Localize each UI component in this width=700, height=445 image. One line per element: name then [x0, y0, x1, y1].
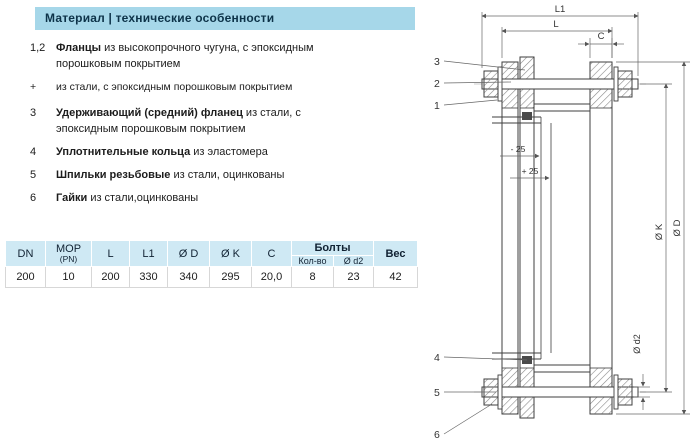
dimension-c	[578, 38, 624, 58]
cell-weight: 42	[373, 266, 418, 288]
col-mop-line2: (PN)	[59, 253, 78, 264]
callout-1: 1	[434, 100, 440, 112]
callout-leaders	[443, 60, 528, 435]
callout-4: 4	[434, 352, 440, 364]
feature-number: 1,2	[30, 42, 46, 54]
feature-text: Уплотнительные кольца из эластомера	[56, 145, 268, 158]
dim-label-c: C	[598, 31, 605, 42]
dim-label-l1: L1	[555, 4, 566, 15]
feature-number: +	[30, 80, 37, 93]
col-mop: MOP (PN)	[45, 240, 92, 267]
cell-l1: 330	[129, 266, 168, 288]
feature-text: Удерживающий (средний) фланец из стали, …	[56, 107, 301, 136]
dimension-l	[501, 27, 613, 58]
callout-5: 5	[434, 387, 440, 399]
dim-label-dk: Ø K	[654, 223, 665, 240]
dim-label-plus25: + 25	[522, 166, 539, 176]
feature-item-flanges: 1,2 Фланцы из высокопрочного чугуна, с э…	[30, 41, 422, 73]
col-bolt-qty: Кол-во	[291, 255, 334, 267]
feature-text: из стали, с эпоксидным порошковым покрыт…	[56, 80, 293, 93]
col-l: L	[91, 240, 130, 267]
feature-text: Гайки из стали,оцинкованы	[56, 191, 199, 204]
dimension-adjustment	[500, 153, 550, 181]
pipe-walls	[492, 103, 590, 373]
spec-table: DN MOP (PN) L L1 Ø D Ø K C Болты Вес Кол…	[5, 240, 418, 288]
feature-number: 6	[30, 191, 37, 204]
dimension-dd2	[634, 374, 650, 410]
features-list: 1,2 Фланцы из высокопрочного чугуна, с э…	[30, 41, 422, 214]
dimension-dd	[616, 61, 690, 415]
cell-dn: 200	[5, 266, 46, 288]
dim-label-dd2: Ø d2	[632, 334, 642, 354]
col-dn: DN	[5, 240, 46, 267]
col-bolts: Болты	[291, 240, 374, 256]
callout-6: 6	[434, 429, 440, 441]
col-bolt-d2: Ø d2	[333, 255, 374, 267]
callout-2: 2	[434, 78, 440, 90]
col-dd: Ø D	[167, 240, 210, 267]
cell-l: 200	[91, 266, 130, 288]
feature-item-middle-flange: 3 Удерживающий (средний) фланец из стали…	[30, 106, 422, 138]
col-c: C	[251, 240, 292, 267]
stud-centerlines	[474, 83, 646, 393]
dismantling-joint-section: L1 L C - 25 + 25	[434, 4, 690, 441]
col-l1: L1	[129, 240, 168, 267]
feature-text: Шпильки резьбовые из стали, оцинкованы	[56, 168, 285, 181]
feature-number: 4	[30, 145, 37, 158]
cell-d2: 23	[333, 266, 374, 288]
dim-label-dd: Ø D	[672, 219, 683, 236]
callout-3: 3	[434, 56, 440, 68]
feature-item-studs: 5 Шпильки резьбовые из стали, оцинкованы	[30, 168, 422, 184]
col-dk: Ø K	[209, 240, 252, 267]
cell-qty: 8	[291, 266, 334, 288]
cell-dd: 340	[167, 266, 210, 288]
cell-mop: 10	[45, 266, 92, 288]
technical-drawing: L1 L C - 25 + 25	[428, 0, 700, 445]
col-weight: Вес	[373, 240, 418, 267]
col-mop-line1: MOP	[55, 242, 82, 255]
dimension-l1	[481, 12, 639, 76]
dimension-dk	[640, 83, 672, 393]
feature-item-nuts: 6 Гайки из стали,оцинкованы	[30, 191, 422, 207]
feature-number: 5	[30, 168, 37, 181]
table-row: 200 10 200 330 340 295 20,0 8 23 42	[5, 266, 418, 288]
feature-item-sealing-rings: 4 Уплотнительные кольца из эластомера	[30, 145, 422, 161]
dim-label-minus25: - 25	[511, 144, 526, 154]
feature-number: 3	[30, 107, 37, 120]
cell-c: 20,0	[251, 266, 292, 288]
section-header: Материал | технические особенности	[35, 7, 415, 30]
cell-dk: 295	[209, 266, 252, 288]
section-header-title: Материал | технические особенности	[45, 11, 275, 25]
feature-text: Фланцы из высокопрочного чугуна, с эпокс…	[56, 42, 314, 70]
dim-label-l: L	[553, 19, 558, 30]
feature-item-steel-option: + из стали, с эпоксидным порошковым покр…	[30, 80, 422, 95]
